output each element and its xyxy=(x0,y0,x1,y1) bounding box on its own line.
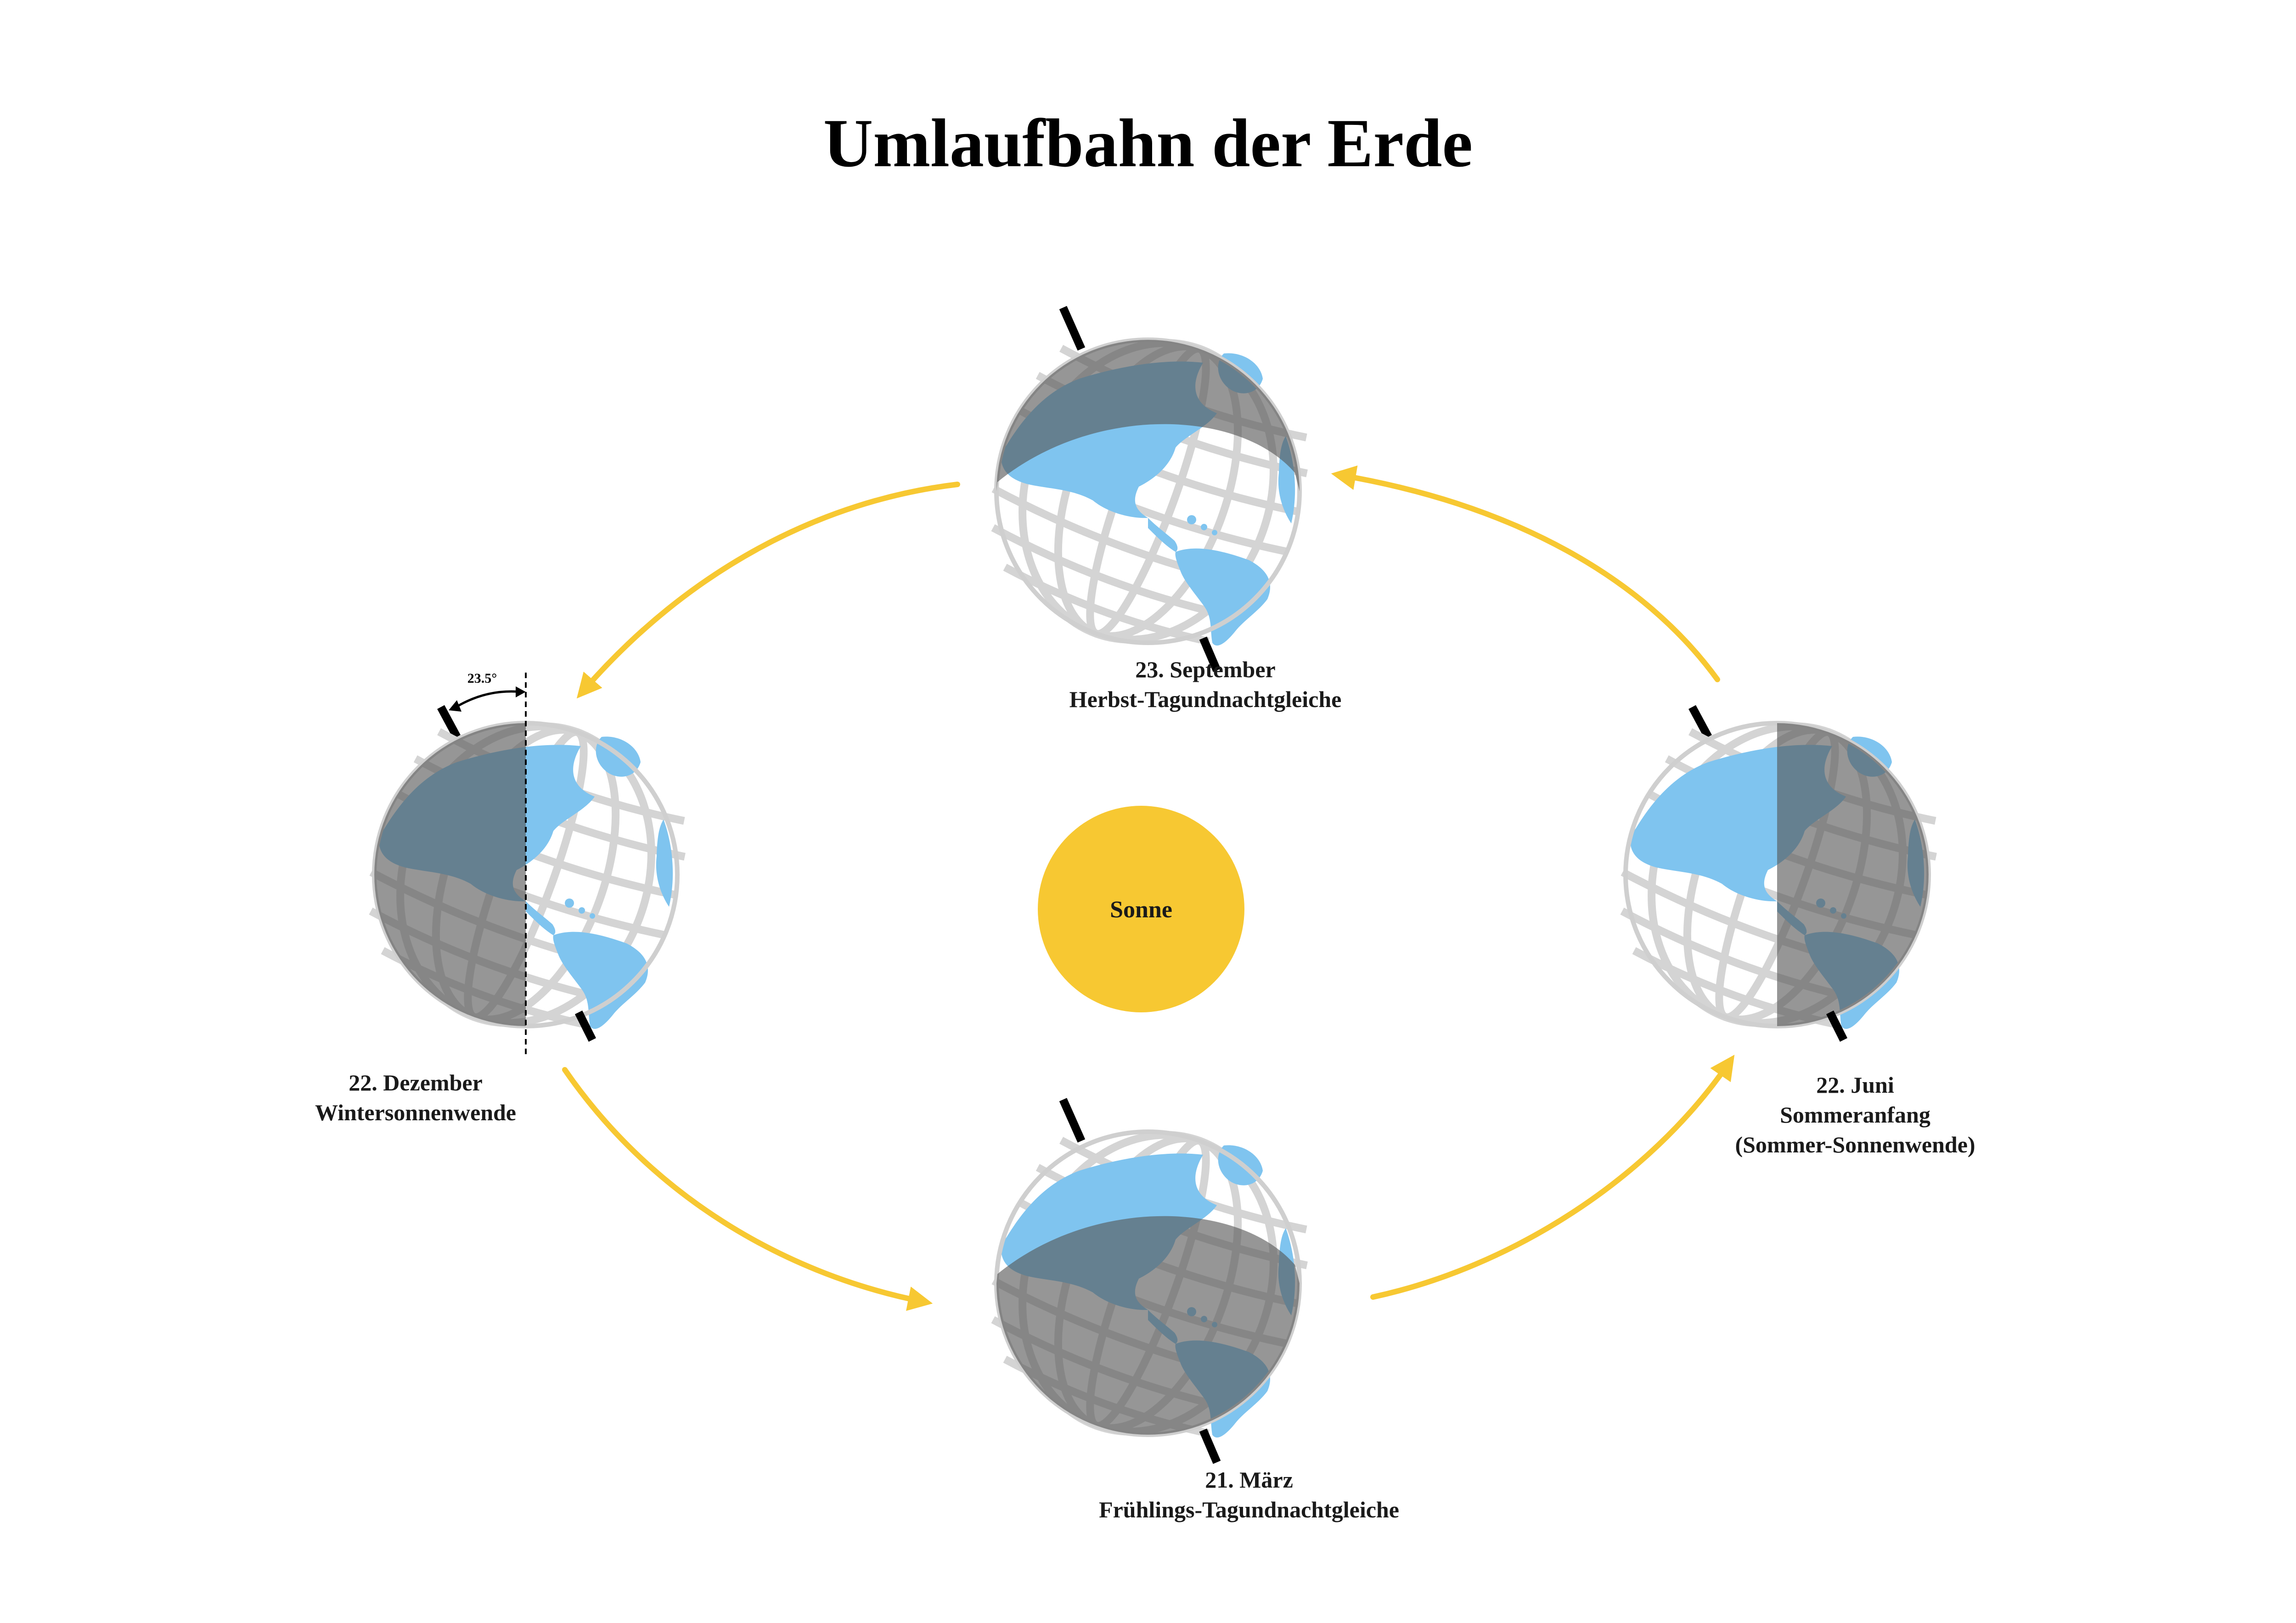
tilt-angle-label: 23.5° xyxy=(467,671,497,686)
caption-december-date: 22. Dezember xyxy=(349,1070,483,1095)
globe-march xyxy=(954,1089,1342,1477)
caption-september-date: 23. September xyxy=(1135,657,1276,682)
sun-disc xyxy=(1038,806,1244,1012)
page-title: Umlaufbahn der Erde xyxy=(823,105,1473,181)
caption-march-date: 21. März xyxy=(1205,1467,1293,1493)
caption-june-date: 22. Juni xyxy=(1816,1072,1894,1098)
sun: Sonne xyxy=(1038,806,1244,1012)
globe-september xyxy=(954,297,1342,685)
caption-december-event: Wintersonnenwende xyxy=(315,1100,516,1125)
night-shade-june xyxy=(1777,723,1929,1026)
caption-june: 22. Juni Sommeranfang (Sommer-Sonnenwend… xyxy=(1735,1072,1975,1157)
caption-september: 23. September Herbst-Tagundnachtgleiche xyxy=(1069,657,1342,712)
tilt-angle-arc xyxy=(451,690,522,711)
axis-june xyxy=(1688,705,1712,739)
night-shade-march xyxy=(996,1216,1300,1435)
axis-march xyxy=(1059,1098,1086,1143)
axis-september xyxy=(1059,306,1086,351)
axis-december xyxy=(437,705,461,739)
orbit-arrow-march-to-june xyxy=(1370,1055,1735,1300)
orbit-arrow-june-to-september xyxy=(1331,465,1720,682)
globe-december: 23.5° xyxy=(332,671,720,1069)
night-shade-september xyxy=(996,340,1300,491)
caption-march: 21. März Frühlings-Tagundnachtgleiche xyxy=(1099,1467,1399,1522)
night-shade-december xyxy=(374,723,526,1026)
orbit-arrow-september-to-december xyxy=(576,482,960,699)
caption-september-event: Herbst-Tagundnachtgleiche xyxy=(1069,686,1342,712)
caption-december: 22. Dezember Wintersonnenwende xyxy=(315,1070,516,1125)
caption-june-event: Sommeranfang xyxy=(1780,1102,1930,1128)
caption-june-note: (Sommer-Sonnenwende) xyxy=(1735,1132,1975,1157)
caption-march-event: Frühlings-Tagundnachtgleiche xyxy=(1099,1497,1399,1522)
orbit-arrow-december-to-march xyxy=(562,1067,933,1311)
globe-june xyxy=(1583,680,1971,1069)
orbit-arrows xyxy=(562,465,1735,1311)
sun-label: Sonne xyxy=(1110,897,1172,923)
